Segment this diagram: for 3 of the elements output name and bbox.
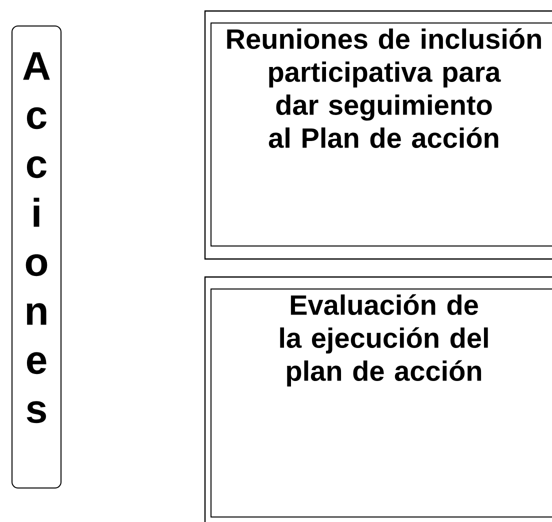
vertical-label-box: Acciones (12, 26, 62, 488)
double-bordered-box: Reuniones de inclusión participativa para dar seguimiento al Plan de acción (204, 10, 552, 260)
double-bordered-box: Evaluación de la ejecución del plan de acción (204, 276, 552, 522)
